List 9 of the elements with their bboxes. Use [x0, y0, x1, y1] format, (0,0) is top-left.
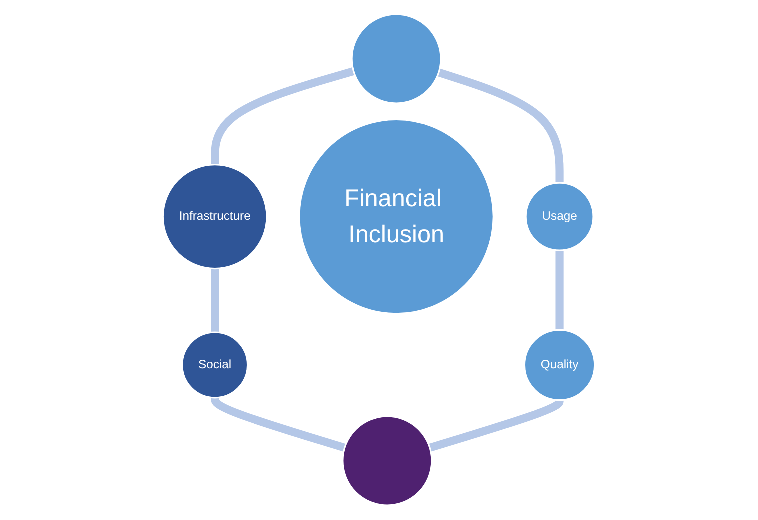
- connector: [211, 68, 355, 165]
- node-circle: [351, 14, 442, 104]
- node-circle: [342, 416, 433, 506]
- node-circle: Financial Inclusion: [298, 118, 494, 315]
- node-circle: Social: [182, 332, 249, 399]
- connector: [438, 68, 564, 184]
- node-circle: Quality: [524, 329, 596, 402]
- node-circle: Usage: [525, 182, 594, 252]
- node-circle: Infrastructure: [162, 164, 268, 270]
